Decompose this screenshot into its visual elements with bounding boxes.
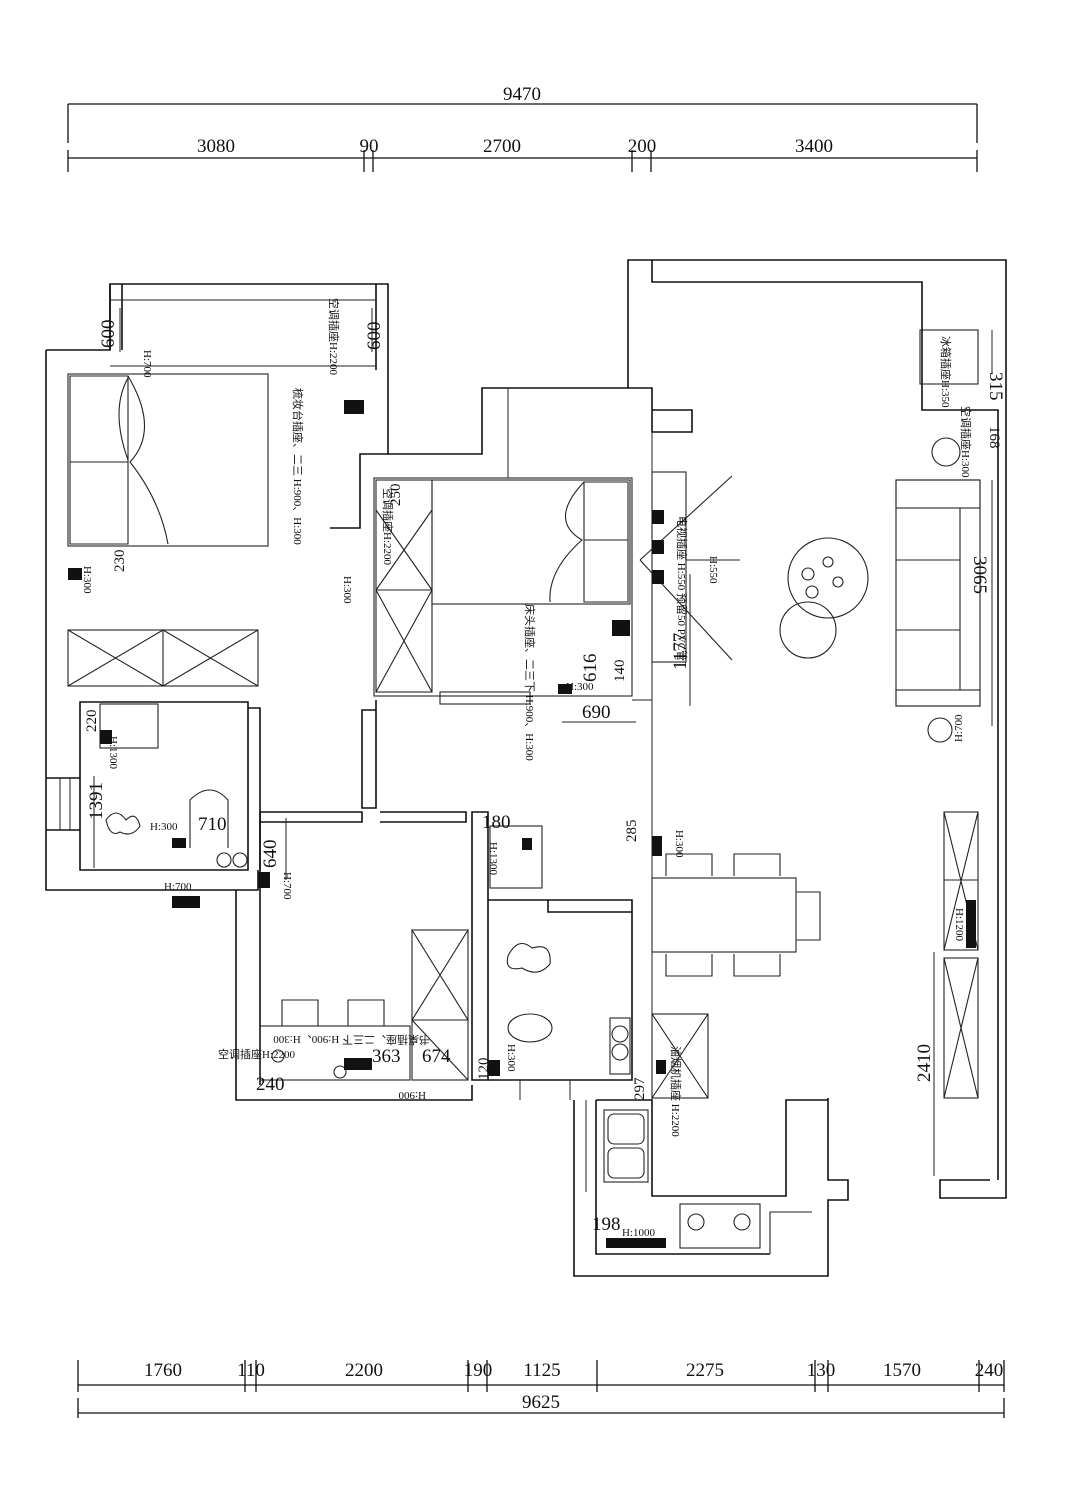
dim-168: 168 [986,426,1002,449]
note-h300-dining: H:300 [673,830,685,858]
note-living-ac: 空调插座H:300 [959,406,973,478]
walls [45,259,1007,1277]
top-segment-1: 3080 [197,136,235,157]
dim-600-left: 600 [98,320,119,349]
note-h1000-kitchen: H:1000 [622,1227,656,1239]
cabinet-right-2 [943,957,979,1099]
note-h300-bath2: H:300 [505,1044,517,1072]
dim-220: 220 [84,710,100,733]
dim-616: 616 [580,654,601,683]
note-h300-mid: H:300 [341,576,353,604]
top-segment-3: 2700 [483,136,521,157]
note-dresser-outlet: 梳妆台插座、二三 H:900、H:300 [291,388,305,545]
note-bedroom1-ac: 空调插座H:2200 [327,298,341,375]
note-h1300-bath: H:1300 [107,736,119,770]
squat-toilet [507,1013,553,1043]
note-range-hood: 油烟机插座 H:2200 [669,1046,683,1137]
bottom-segment-9: 240 [975,1360,1004,1381]
desk [259,1025,411,1081]
dim-120: 120 [476,1058,492,1081]
note-tv-outlet: 电视插座 H:550 预留50 PVC管 [675,516,689,661]
dim-315: 315 [985,372,1006,401]
plant [927,717,953,743]
bottom-segment-4: 190 [464,1360,493,1381]
cabinet-dining [651,1013,709,1099]
top-segment-4: 200 [628,136,657,157]
top-segment-2: 90 [360,136,379,157]
bookshelf [411,929,469,1081]
bottom-dimension-chain: 1760 110 2200 190 1125 2275 130 1570 240… [77,1360,1005,1418]
dim-710: 710 [198,814,227,835]
kitchen-cabinet [769,1211,812,1254]
wash-basin-2 [489,825,543,889]
dim-674: 674 [422,1046,451,1067]
dim-180: 180 [482,812,511,833]
cabinet-right-1 [943,811,979,951]
kitchen-sink [603,1109,649,1183]
dim-363: 363 [372,1046,401,1067]
cooktop [679,1203,761,1249]
bottom-segment-6: 2275 [686,1360,724,1381]
dim-1177: 1177 [670,633,691,670]
master-bed [67,373,269,547]
note-h300-bath: H:300 [150,821,178,833]
toilet-1 [189,789,229,848]
top-dimension-chain: 9470 3080 90 2700 200 3400 [67,84,978,172]
note-h300-bedroom2: H:300 [566,681,594,693]
dim-1391: 1391 [86,782,107,820]
note-h550-tv: H:550 [707,556,719,584]
note-h700-top: H:700 [141,350,153,378]
furniture [67,329,981,1254]
bottom-segment-5: 1125 [523,1360,560,1381]
top-segment-5: 3400 [795,136,833,157]
bed-2 [431,479,631,605]
note-bedroom2-bed-outlet: 床头插座、二三下 H:900、H:300 [523,604,537,761]
bottom-segment-8: 1570 [883,1360,921,1381]
shower-2 [506,942,551,973]
dim-140: 140 [612,660,628,683]
dim-250: 250 [388,484,404,507]
note-h1200-living: H:1200 [953,908,965,942]
note-h300-bed: H:300 [81,566,93,594]
dim-3065: 3065 [969,556,990,594]
note-fridge-outlet: 冰箱插座H:350 [939,336,953,408]
dim-230: 230 [112,550,128,573]
dim-297: 297 [632,1077,648,1100]
dim-240: 240 [256,1074,285,1095]
tv-cabinet [651,471,687,663]
wash-basin-1 [99,703,159,749]
bottom-segment-1: 1760 [144,1360,182,1381]
bottom-segment-3: 2200 [345,1360,383,1381]
note-h1300-bath2: H:1300 [487,842,499,876]
socket-symbols [68,400,976,1248]
bedroom2-outline [373,477,633,697]
dim-198: 198 [592,1214,621,1235]
coffee-table-1 [787,537,869,619]
note-h700-living: H:700 [953,714,965,742]
room-dimensions: 600 600 230 220 1391 710 640 240 363 674… [84,308,1006,1235]
note-h700-study: H:700 [281,872,293,900]
bottom-segment-2: 110 [237,1360,265,1381]
note-bedroom2-ac: 空调插座H:2200 [381,488,395,565]
annotations: 梳妆台插座、二三 H:900、H:300 空调插座H:2200 H:700 H:… [81,298,973,1239]
dining-table [651,877,797,953]
note-h900-study: H:900 [398,1089,426,1101]
note-study-desk: 书桌插座、二三下 H:900、H:300 [273,1033,430,1047]
top-total-dimension: 9470 [503,84,541,105]
bottom-total-dimension: 9625 [522,1392,560,1413]
coffee-table-2 [779,601,837,659]
dim-285: 285 [624,820,640,843]
sofa [895,479,981,707]
note-study-ac: 空调插座H:2200 [218,1047,295,1061]
dim-640: 640 [260,840,281,869]
bottom-segment-7: 130 [807,1360,836,1381]
note-h700-bath: H:700 [164,881,192,893]
dim-690: 690 [582,702,611,723]
dim-600-right: 600 [364,322,385,351]
fridge-area [919,329,979,385]
dim-2410: 2410 [914,1044,935,1082]
